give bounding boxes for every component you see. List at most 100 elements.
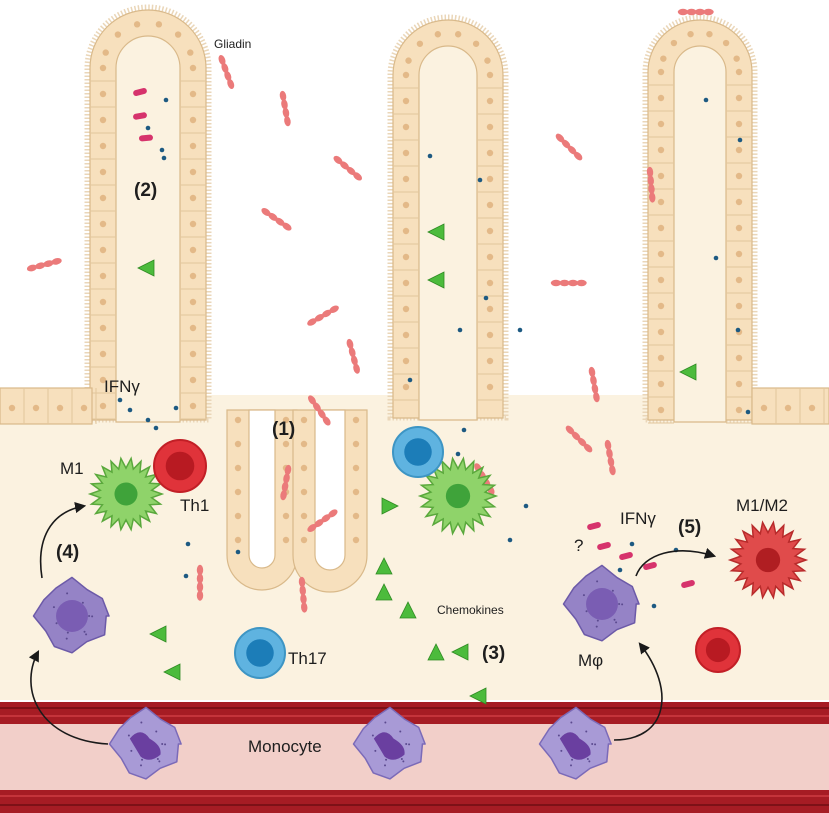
villus-1 xyxy=(84,4,212,423)
enterocyte-nucleus xyxy=(99,116,107,124)
enterocyte-nucleus xyxy=(189,272,197,280)
gliadin-bead xyxy=(583,443,593,453)
cytokine-dot-icon xyxy=(159,147,165,153)
gliadin-bead xyxy=(573,151,583,161)
cell-granule xyxy=(570,721,573,724)
chemokine-triangle-icon xyxy=(679,363,697,381)
enterocyte-nucleus xyxy=(760,404,768,412)
enterocyte-nucleus xyxy=(735,68,743,76)
enterocyte-nucleus xyxy=(735,198,743,206)
m1-macrophage-center xyxy=(417,456,499,536)
cytokine-dot-icon xyxy=(457,327,463,333)
cytokine-dot-icon xyxy=(703,97,709,103)
immune-cells xyxy=(32,426,809,780)
ifng-label-left: IFNγ xyxy=(104,377,140,396)
step-5-label: (5) xyxy=(678,517,702,538)
migration-arrows xyxy=(28,502,717,745)
cell-granule xyxy=(371,734,374,737)
cytokine-dot-icon xyxy=(235,549,241,555)
cell-granule xyxy=(156,757,159,760)
gliadin-bead xyxy=(218,54,226,66)
enterocyte-nucleus xyxy=(735,354,743,362)
peptide-icon xyxy=(139,134,153,142)
peptide-icon xyxy=(133,112,147,120)
m1-macrophage xyxy=(87,456,165,532)
enterocyte-nucleus xyxy=(657,146,665,154)
enterocyte-nucleus xyxy=(282,512,290,520)
enterocyte-nucleus xyxy=(735,94,743,102)
enterocyte-nucleus xyxy=(486,305,494,313)
gliadin-label: Gliadin xyxy=(214,37,252,51)
gliadin-icon xyxy=(346,338,360,374)
cytokine-dot-icon xyxy=(483,295,489,301)
enterocyte-nucleus xyxy=(657,354,665,362)
gliadin-bead xyxy=(565,425,575,435)
enterocyte-nucleus xyxy=(352,512,360,520)
cell-granule xyxy=(384,764,387,767)
cytokine-dot-icon xyxy=(407,377,413,383)
gliadin-bead xyxy=(261,208,271,216)
th1-cell xyxy=(153,439,207,493)
cell-granule xyxy=(399,730,402,733)
enterocyte-nucleus xyxy=(706,30,713,38)
cell-granule xyxy=(585,730,588,733)
villus-core xyxy=(673,45,727,423)
red-blood-cell xyxy=(695,627,741,673)
gliadin-bead xyxy=(647,175,654,186)
enterocyte-nucleus xyxy=(486,97,494,105)
enterocyte-nucleus xyxy=(300,416,308,424)
cell-nucleus xyxy=(165,451,195,481)
gliadin-bead xyxy=(607,456,615,467)
cell-granule xyxy=(588,760,591,763)
crypt-lumen xyxy=(248,409,276,569)
cell-granule xyxy=(591,743,594,745)
enterocyte-nucleus xyxy=(102,49,109,56)
gliadin-peptides xyxy=(133,87,695,589)
enterocyte-nucleus xyxy=(486,331,494,339)
monocyte-right xyxy=(538,706,612,780)
enterocyte-nucleus xyxy=(657,198,665,206)
enterocyte-nucleus xyxy=(657,172,665,180)
chemokine-triangle-icon xyxy=(163,663,181,681)
chemokine-triangle-icon xyxy=(427,271,445,289)
gliadin-bead xyxy=(314,519,324,528)
enterocyte-nucleus xyxy=(454,31,462,38)
enterocyte-nucleus xyxy=(402,383,410,391)
enterocyte-nucleus xyxy=(282,416,290,424)
gliadin-bead xyxy=(677,8,689,16)
gliadin-icon xyxy=(588,366,600,403)
enterocyte-nucleus xyxy=(486,175,494,183)
enterocyte-nucleus xyxy=(352,440,360,448)
gliadin-bead xyxy=(550,279,562,287)
peptide-icon xyxy=(597,541,611,551)
cytokine-dot-icon xyxy=(145,417,151,423)
step-1-label: (1) xyxy=(272,419,296,440)
chemokine-triangle-icon xyxy=(451,643,469,661)
gliadin-bead xyxy=(576,279,587,287)
macrophage-left xyxy=(32,576,110,654)
cell-granule xyxy=(557,734,560,737)
enterocyte-nucleus xyxy=(189,194,197,202)
gliadin-bead xyxy=(298,576,306,588)
gliadin-bead xyxy=(571,431,581,441)
enterocyte-nucleus xyxy=(402,149,410,157)
ifng-label-right: IFNγ xyxy=(620,509,656,528)
enterocyte-nucleus xyxy=(99,168,107,176)
brush-border xyxy=(84,4,212,423)
gliadin-bead xyxy=(196,573,204,584)
th1-label: Th1 xyxy=(180,496,210,515)
gliadin-bead xyxy=(26,264,38,272)
gliadin-bead xyxy=(588,366,596,378)
enterocyte-nucleus xyxy=(99,194,107,202)
gliadin-bead xyxy=(275,217,285,226)
gliadin-bead xyxy=(51,258,62,265)
gliadin-icon xyxy=(555,133,583,161)
cytokine-dot-icon xyxy=(161,155,167,161)
gliadin-bead xyxy=(561,139,571,149)
cell-granule xyxy=(621,603,624,606)
enterocyte-nucleus xyxy=(402,227,410,235)
cell-nucleus xyxy=(404,438,432,466)
cell-nucleus xyxy=(56,600,88,632)
step-2-label: (2) xyxy=(134,180,158,201)
cytokine-dot-icon xyxy=(507,537,513,543)
